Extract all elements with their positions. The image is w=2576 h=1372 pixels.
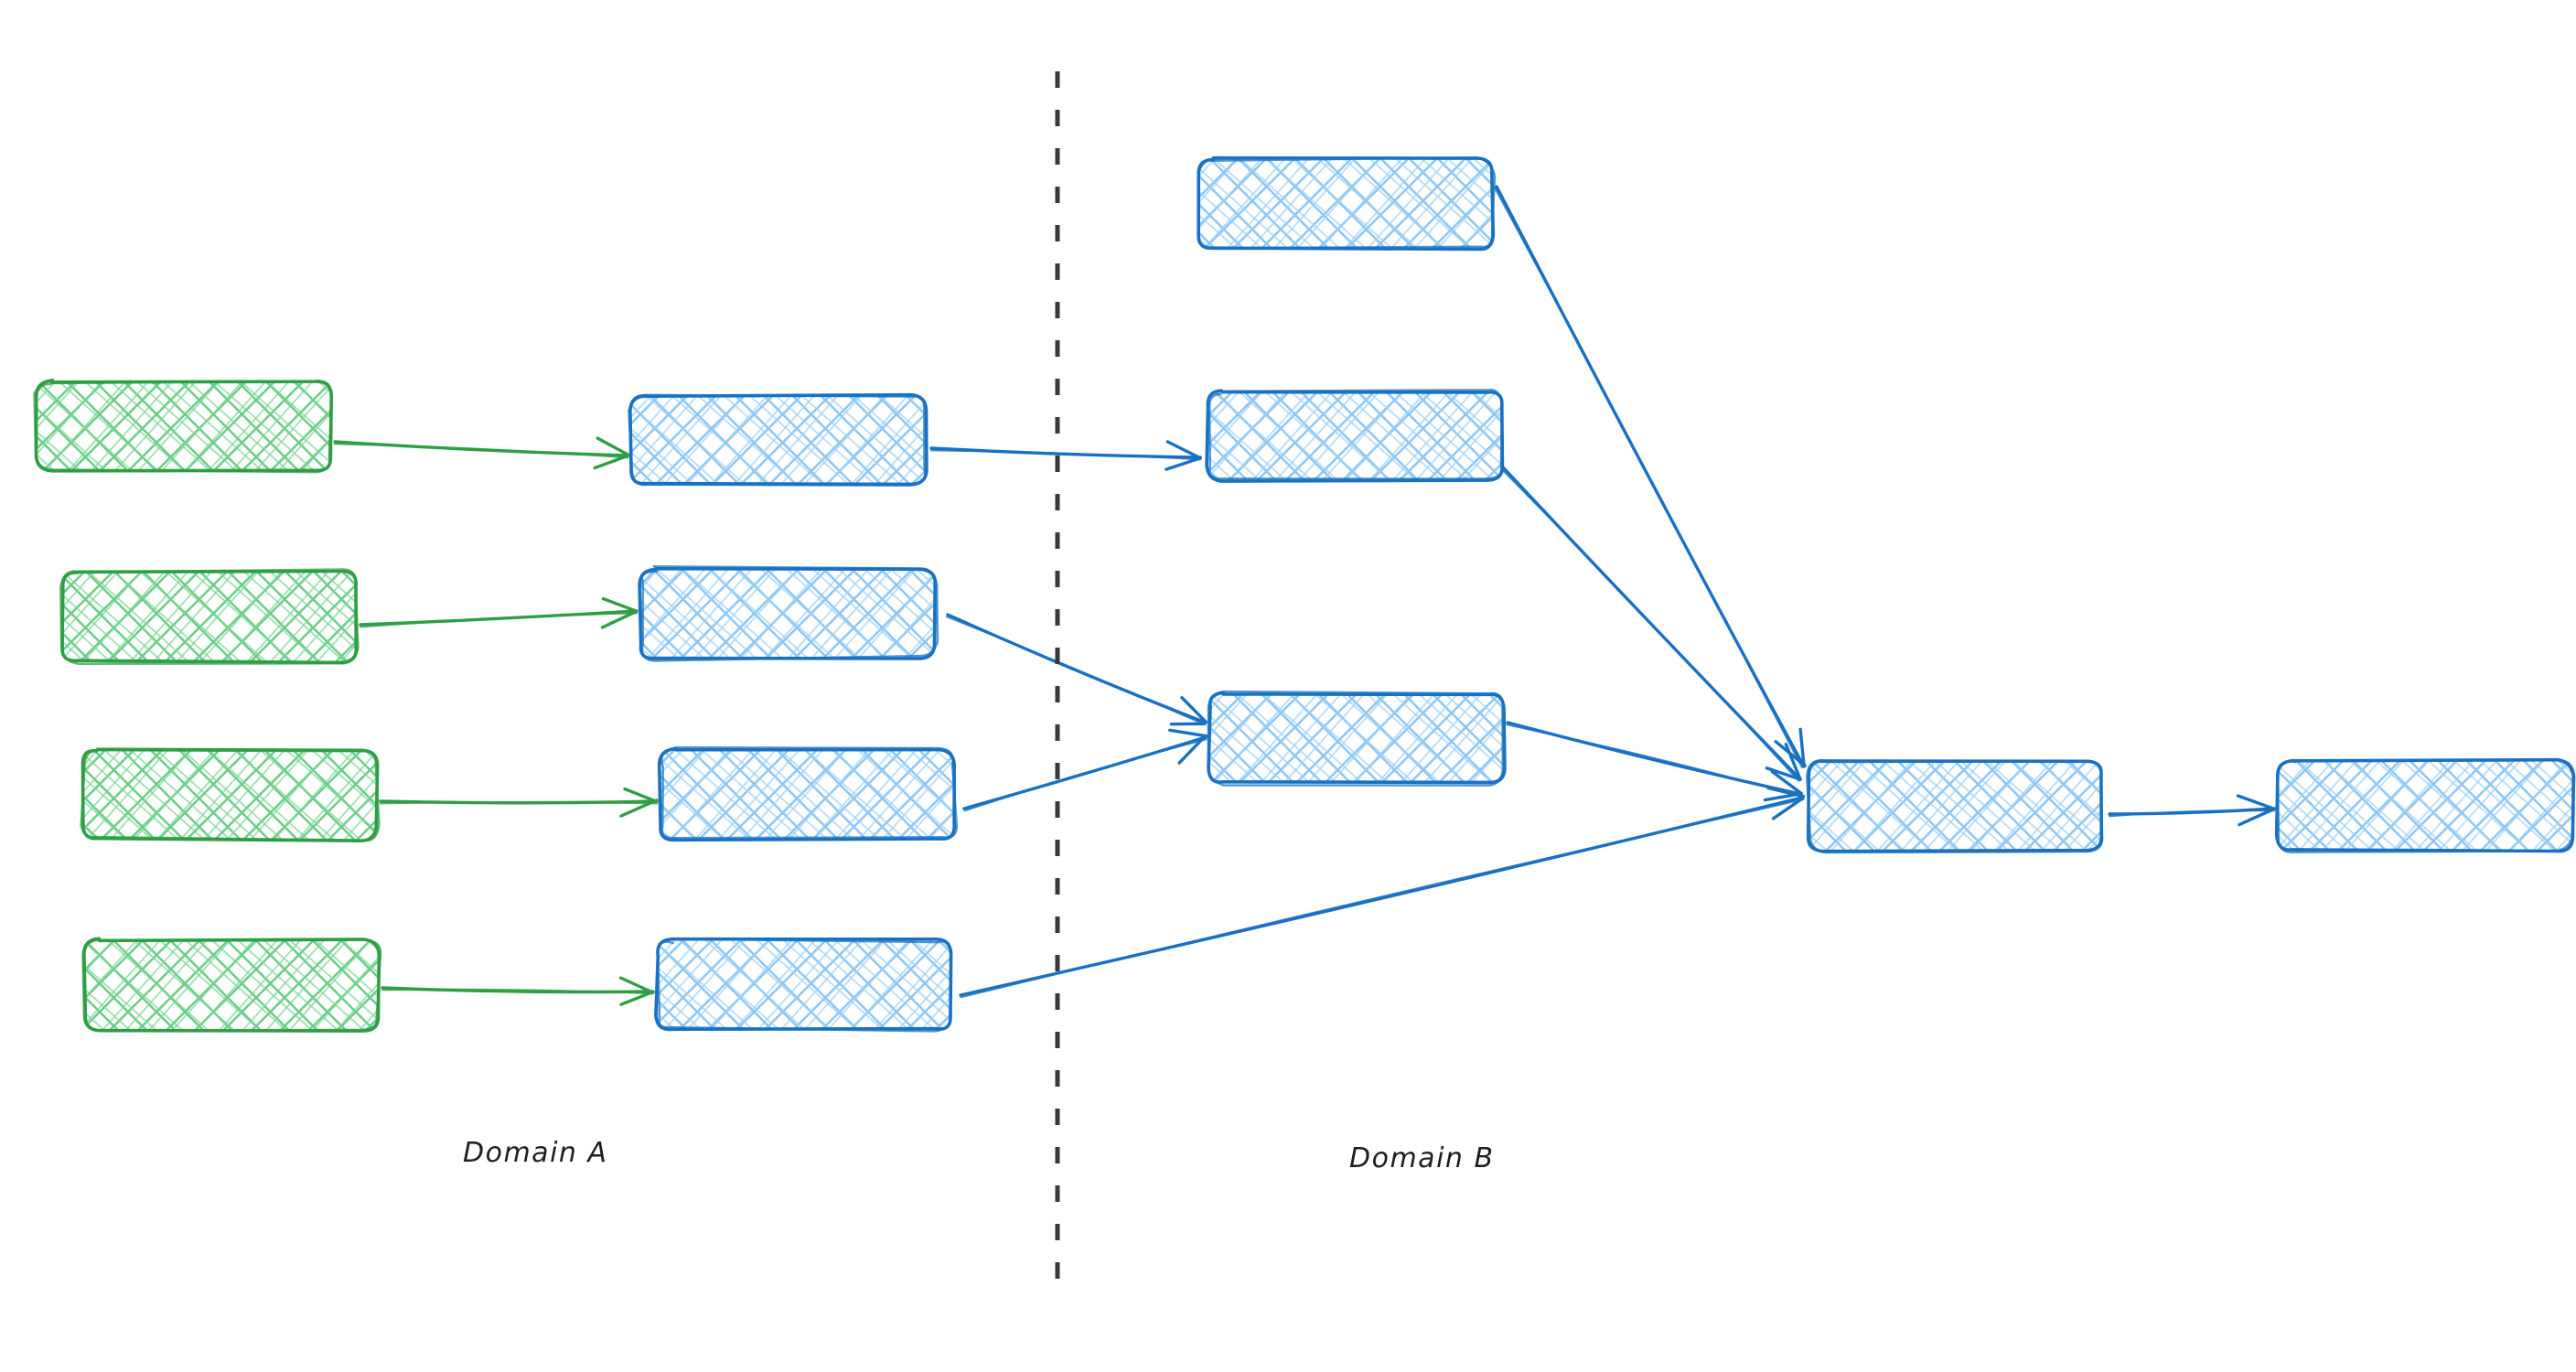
label-layer: Domain A Domain B <box>463 1137 1495 1174</box>
edge-stroke <box>1501 468 1800 782</box>
arrowhead-barb <box>1771 796 1805 820</box>
arrowhead-barb <box>596 436 630 456</box>
edge-layer <box>333 185 2276 1006</box>
node-fill <box>84 940 379 1030</box>
edge-a-in-4-to-a-proc-4[interactable] <box>381 976 655 1006</box>
edge-b-hub-to-b-out[interactable] <box>2108 794 2276 827</box>
node-outline <box>59 568 360 665</box>
edge-a-in-1-to-a-proc-1[interactable] <box>333 436 630 470</box>
node-outline <box>2276 758 2576 853</box>
arrowhead-barb <box>1798 727 1806 767</box>
node-outline <box>80 748 381 841</box>
edge-b-node-1-to-b-hub[interactable] <box>1493 185 1807 769</box>
node-fill <box>37 381 331 471</box>
arrowhead-barb <box>2236 794 2275 810</box>
edge-stroke <box>946 616 1207 726</box>
node-outline <box>628 393 927 487</box>
node-b-node-2[interactable] <box>1205 389 1505 483</box>
edge-stroke <box>960 799 1804 999</box>
edge-stroke <box>333 443 628 459</box>
node-outline <box>1806 758 2104 854</box>
arrowhead-barb <box>619 990 655 1006</box>
node-fill <box>1198 159 1493 249</box>
node-fill <box>1209 693 1504 783</box>
node-fill <box>1208 391 1502 481</box>
node-fill <box>2278 761 2572 851</box>
edge-stroke <box>1493 187 1803 769</box>
node-outline <box>1197 155 1497 250</box>
node-fill <box>631 395 926 485</box>
edge-stroke <box>380 800 658 805</box>
arrowhead-barb <box>1177 734 1207 765</box>
node-fill <box>660 750 955 840</box>
node-outline <box>657 938 952 1033</box>
edge-stroke <box>963 738 1208 812</box>
node-a-in-1[interactable] <box>33 378 334 474</box>
arrowhead-barb <box>1165 440 1202 460</box>
edge-stroke <box>2109 809 2276 818</box>
node-fill <box>1808 761 2102 851</box>
arrowhead-barb <box>1165 456 1203 471</box>
node-outline <box>660 745 959 840</box>
edge-a-in-3-to-a-proc-3[interactable] <box>379 787 659 818</box>
arrowhead-barb <box>1168 728 1209 738</box>
node-a-proc-1[interactable] <box>628 392 928 487</box>
node-b-node-3[interactable] <box>1207 690 1507 787</box>
node-b-hub[interactable] <box>1806 758 2104 854</box>
node-outline <box>33 380 333 474</box>
node-a-proc-3[interactable] <box>657 745 959 842</box>
node-a-in-4[interactable] <box>81 937 382 1033</box>
node-fill <box>657 940 951 1030</box>
node-a-proc-4[interactable] <box>654 937 953 1033</box>
arrowhead-barb <box>1784 742 1802 781</box>
node-fill <box>82 750 377 840</box>
domain-b-label: Domain B <box>1349 1142 1495 1174</box>
node-b-node-1[interactable] <box>1197 155 1497 252</box>
edge-a-in-2-to-a-proc-2[interactable] <box>359 596 639 629</box>
edge-stroke <box>929 449 1201 461</box>
edge-stroke <box>381 988 654 995</box>
node-a-in-2[interactable] <box>59 568 360 665</box>
domain-a-label: Domain A <box>463 1137 607 1169</box>
edge-a-proc-2-to-b-node-3[interactable] <box>946 613 1208 726</box>
edge-b-node-2-to-b-hub[interactable] <box>1501 466 1802 782</box>
arrowhead-barb <box>1770 769 1803 796</box>
node-a-proc-2[interactable] <box>638 565 939 662</box>
edge-stroke <box>946 613 1208 724</box>
arrowhead-barb <box>1763 792 1801 802</box>
arrowhead-barb <box>1765 766 1802 781</box>
node-a-in-3[interactable] <box>80 747 381 843</box>
node-outline <box>640 565 939 662</box>
arrowhead-barb <box>601 596 639 613</box>
edge-a-proc-4-to-b-hub[interactable] <box>959 786 1806 999</box>
arrowhead-barb <box>618 976 655 994</box>
edge-b-node-3-to-b-hub[interactable] <box>1506 721 1803 802</box>
edge-stroke <box>1495 185 1806 768</box>
edge-stroke <box>1506 724 1801 798</box>
node-outline <box>81 937 382 1033</box>
node-layer <box>33 155 2576 1033</box>
arrowhead-barb <box>2238 807 2276 827</box>
node-outline <box>1208 389 1504 480</box>
node-fill <box>640 569 935 659</box>
edge-a-proc-3-to-b-node-3[interactable] <box>962 728 1209 812</box>
edge-a-proc-1-to-b-node-2[interactable] <box>929 440 1203 471</box>
arrowhead-barb <box>600 609 639 629</box>
arrowhead-barb <box>593 454 630 470</box>
node-fill <box>62 572 357 661</box>
edge-stroke <box>360 612 639 628</box>
node-b-out[interactable] <box>2274 757 2576 853</box>
node-outline <box>1207 690 1504 787</box>
arrowhead-barb <box>623 787 659 803</box>
arrowhead-barb <box>1180 696 1208 724</box>
arrowhead-barb <box>619 799 659 818</box>
